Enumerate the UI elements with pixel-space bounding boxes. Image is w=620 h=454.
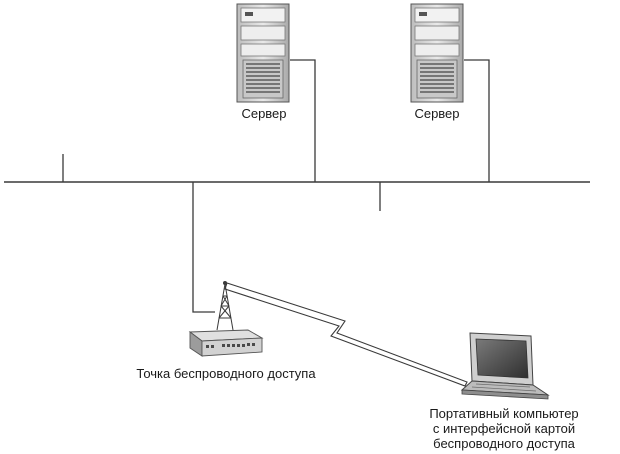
server-tower-icon <box>410 3 464 103</box>
access-point-label: Точка беспроводного доступа <box>136 366 316 381</box>
laptop-icon <box>460 332 550 400</box>
server-tower-icon <box>236 3 290 103</box>
laptop-label-line-1: Портативный компьютер <box>429 406 578 421</box>
laptop-label-line-2: с интерфейсной картой <box>433 421 575 436</box>
laptop-label-line-3: беспроводного доступа <box>433 436 575 451</box>
wireless-access-point-icon <box>188 281 264 357</box>
access-point-cable <box>192 182 215 313</box>
server-1-label: Сервер <box>241 106 286 121</box>
server-1-cable <box>290 59 316 182</box>
lightning-bolt-link-icon <box>224 282 468 387</box>
server-2-cable <box>464 59 490 182</box>
server-2-label: Сервер <box>414 106 459 121</box>
